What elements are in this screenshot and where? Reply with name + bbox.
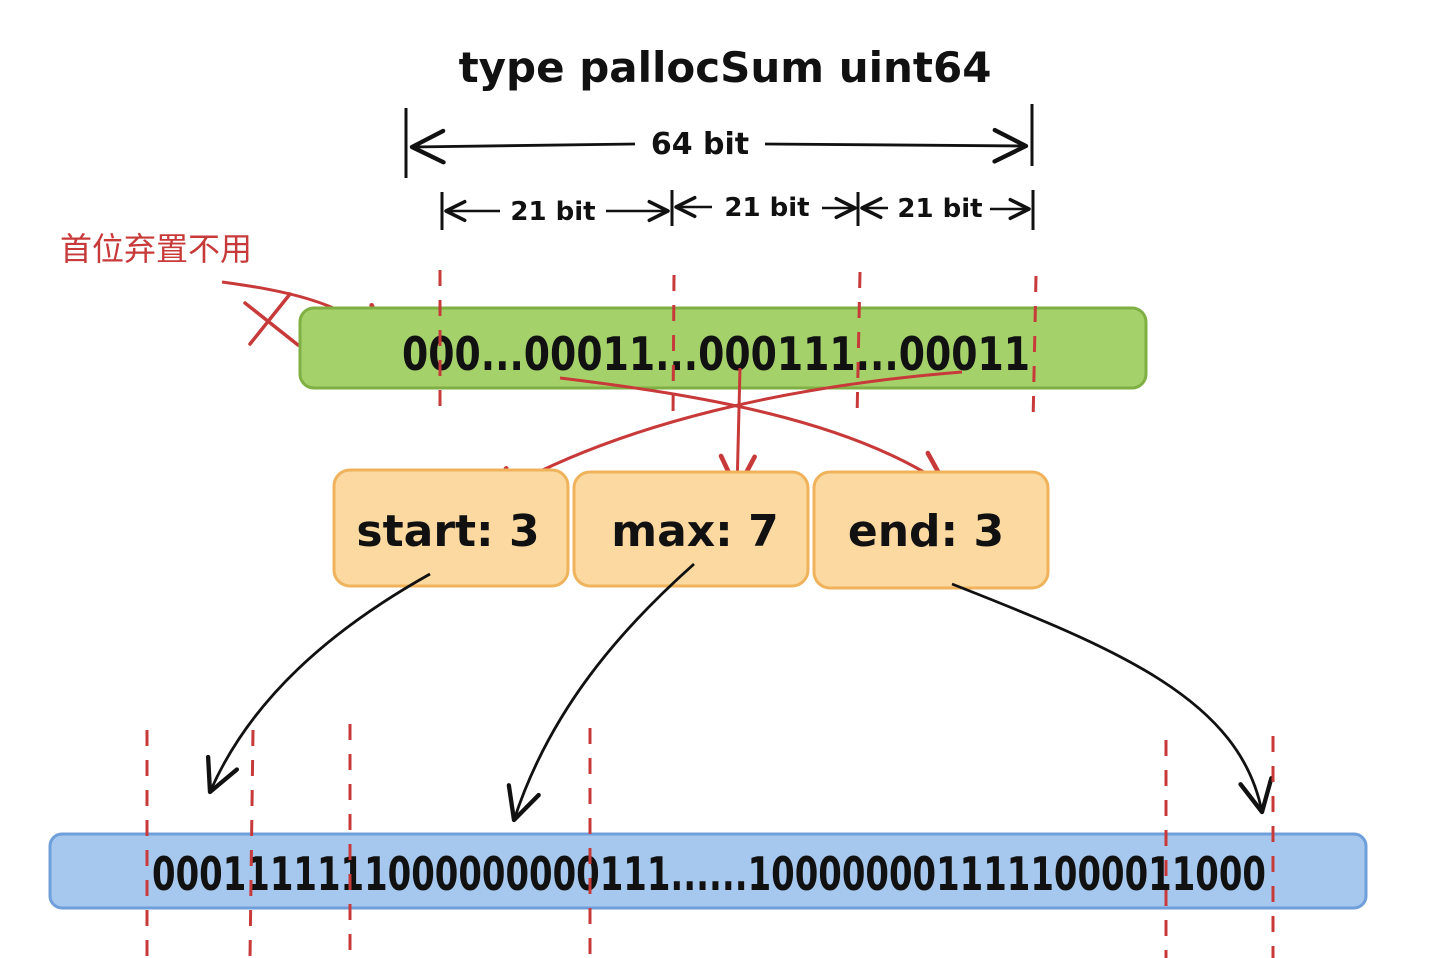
- field-start-label: start: 3: [356, 506, 539, 557]
- bitmap-guides: [145, 724, 1275, 958]
- packed-value-bar: [298, 306, 1148, 390]
- segment-label-1: 21 bit: [510, 197, 595, 227]
- field-max-label: max: 7: [611, 506, 778, 557]
- first-bit-unused-annotation: 首位弃置不用: [60, 230, 252, 268]
- end-mapping-arrow: [951, 582, 1274, 815]
- packed-value-text: 000...00011...000111...00011: [402, 327, 1030, 381]
- field-end-box: end: 3: [812, 470, 1050, 590]
- mapping-arrows: [205, 562, 1274, 823]
- field-max-box: max: 7: [572, 470, 810, 588]
- start-mapping-arrow: [205, 572, 431, 795]
- bitmap-bar: [48, 832, 1368, 910]
- field-start-box: start: 3: [332, 468, 570, 588]
- max-mapping-arrow: [506, 562, 695, 823]
- segment-label-3: 21 bit: [897, 194, 982, 224]
- segment-guides: [438, 270, 1038, 425]
- segment-dimensions: 21 bit 21 bit 21 bit: [440, 190, 1035, 230]
- total-bits-dimension: 64 bit: [404, 104, 1034, 178]
- segment-label-2: 21 bit: [724, 193, 809, 223]
- total-bits-label: 64 bit: [651, 127, 749, 162]
- bitmap-value-text: 0001111111000000000111......100000001111…: [152, 847, 1266, 901]
- cross-mark: [243, 292, 300, 347]
- field-end-label: end: 3: [848, 506, 1004, 557]
- start-extraction-arrow: [559, 376, 949, 489]
- diagram-title: type pallocSum uint64: [459, 43, 992, 92]
